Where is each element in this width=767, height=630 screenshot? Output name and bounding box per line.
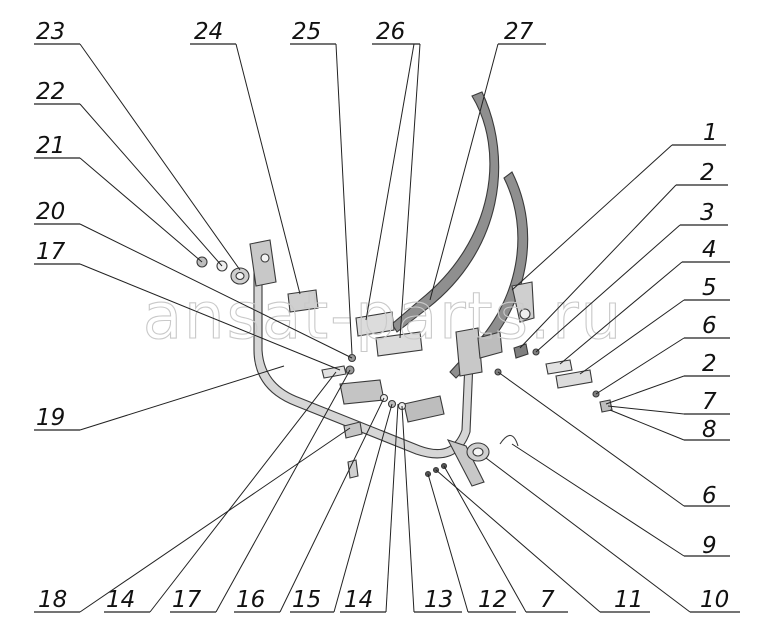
svg-text:7: 7 (702, 389, 717, 415)
part-19-leg (446, 439, 485, 487)
callout-15: 15 (290, 403, 393, 613)
svg-text:16: 16 (236, 587, 265, 613)
part-19-frame (253, 249, 475, 459)
callout-26: 26 (365, 19, 421, 339)
callout-24: 24 (190, 19, 301, 295)
svg-text:12: 12 (478, 587, 507, 613)
svg-text:2: 2 (700, 160, 715, 186)
callout-5: 5 (579, 275, 730, 375)
part-19-right-tab (477, 331, 503, 359)
callout-8: 8 (609, 409, 730, 443)
svg-text:22: 22 (36, 79, 65, 105)
assembly-drawing (196, 91, 613, 487)
part-4-shaft (545, 359, 573, 375)
callout-12: 12 (427, 473, 516, 613)
svg-text:1: 1 (703, 120, 718, 146)
callout-18: 18 (34, 427, 351, 613)
callout-2a: 2 (519, 160, 728, 349)
svg-text:14: 14 (344, 587, 373, 613)
svg-text:6: 6 (702, 313, 717, 339)
callout-27: 27 (429, 19, 546, 301)
svg-text:20: 20 (36, 199, 65, 225)
callout-3: 3 (535, 200, 728, 353)
svg-text:8: 8 (702, 417, 717, 443)
callout-23: 23 (34, 19, 241, 271)
part-cross-plate (339, 379, 385, 405)
callout-19: 19 (34, 365, 285, 431)
part-center-bracket (403, 395, 445, 423)
part-26-plate-upper (355, 311, 395, 337)
svg-text:24: 24 (194, 19, 223, 45)
svg-text:9: 9 (702, 533, 717, 559)
part-9-ubolt (499, 434, 519, 447)
callout-17b: 17 (34, 239, 341, 371)
callout-2b: 2 (605, 351, 730, 405)
svg-text:4: 4 (702, 237, 717, 263)
part-19-left-head (249, 239, 277, 287)
part-14-pin (321, 365, 347, 379)
svg-text:17: 17 (172, 587, 202, 613)
callout-17a: 17 (170, 369, 351, 613)
svg-text:21: 21 (36, 133, 65, 159)
svg-text:18: 18 (38, 587, 67, 613)
svg-text:6: 6 (702, 483, 717, 509)
callout-10: 10 (485, 457, 740, 613)
part-19-right-head (455, 327, 483, 377)
svg-text:25: 25 (292, 19, 321, 45)
callout-7a: 7 (607, 389, 730, 415)
part-19-left-hole (260, 253, 270, 263)
svg-text:23: 23 (36, 19, 65, 45)
watermark-text: ansat-parts.ru (143, 280, 623, 354)
part-27-strap (391, 91, 500, 333)
part-5-shaft (555, 369, 593, 389)
callout-14a: 14 (340, 403, 399, 613)
callout-16: 16 (234, 397, 385, 613)
callout-22: 22 (34, 79, 223, 267)
svg-text:11: 11 (614, 587, 643, 613)
part-18-plate (343, 421, 363, 439)
svg-text:26: 26 (376, 19, 405, 45)
part-23-bushing-hole (235, 271, 245, 281)
callout-25: 25 (290, 19, 353, 355)
svg-text:15: 15 (292, 587, 321, 613)
svg-text:13: 13 (424, 587, 453, 613)
callout-20: 20 (34, 199, 353, 359)
svg-text:5: 5 (702, 275, 717, 301)
callout-13: 13 (401, 405, 462, 613)
part-26-plate-lower (375, 331, 423, 357)
callout-11: 11 (435, 469, 650, 613)
part-24-block (287, 289, 319, 313)
callout-14b: 14 (104, 371, 337, 613)
svg-text:7: 7 (540, 587, 555, 613)
callout-layer: 1 2 3 4 5 6 2 (34, 19, 740, 613)
callout-7b: 7 (443, 465, 568, 613)
svg-text:27: 27 (504, 19, 534, 45)
svg-text:10: 10 (700, 587, 729, 613)
callout-1: 1 (511, 120, 726, 291)
svg-text:17: 17 (36, 239, 66, 265)
callout-6a: 6 (595, 313, 730, 395)
callout-4: 4 (559, 237, 730, 365)
svg-text:2: 2 (702, 351, 717, 377)
svg-text:19: 19 (36, 405, 65, 431)
part-1-bracket-hole (519, 308, 531, 320)
svg-text:3: 3 (700, 200, 715, 226)
callout-21: 21 (34, 133, 203, 263)
callout-9: 9 (511, 443, 730, 559)
part-10-ring-hole (472, 447, 484, 457)
callout-6b: 6 (497, 371, 730, 509)
